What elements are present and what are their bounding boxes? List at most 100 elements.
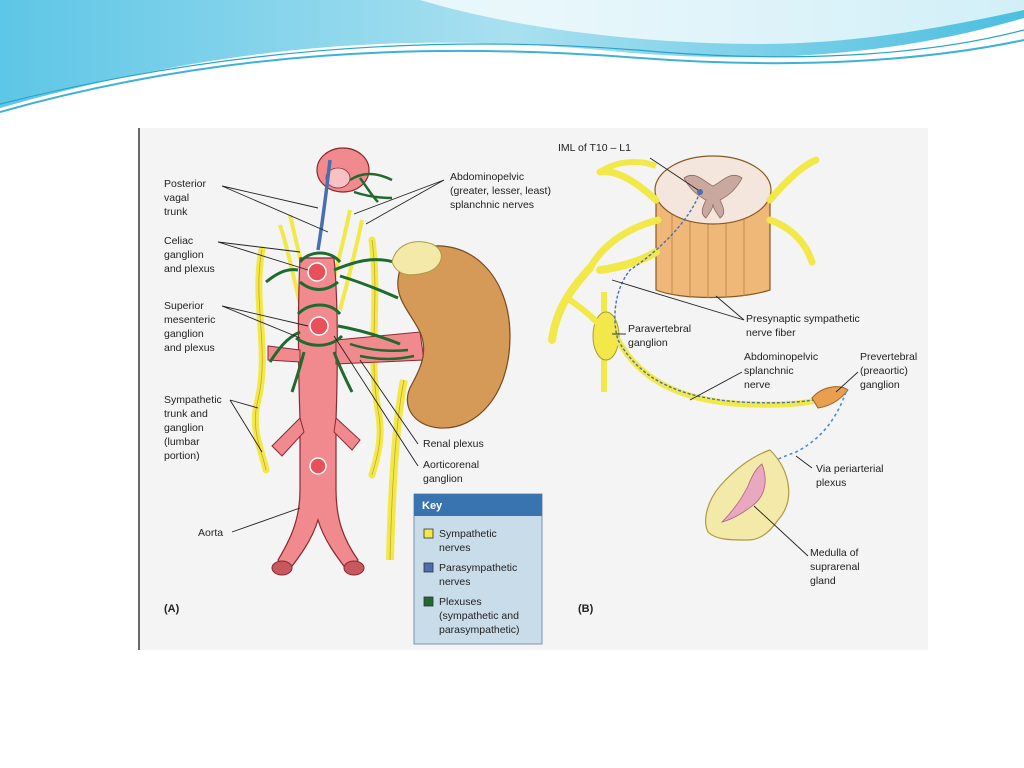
lead-sympathetic-trunk [229,399,263,453]
ureter-outline [389,379,405,561]
periarterial-line-1: Via periarterial [816,463,884,475]
spinal-nerve-roots-right [766,156,820,266]
label-paravertebral-ganglion: Paravertebral ganglion [628,323,694,349]
paravertebral-line-2: ganglion [628,337,668,349]
banner-wave-line-2 [0,29,1024,105]
key-swatch-plexus [423,596,434,607]
celiac-line-1: Celiac [164,235,193,247]
lead-presynaptic [611,279,745,321]
superior-mesenteric-line-4: and plexus [164,342,215,354]
superior-mesenteric-line-2: mesenteric [164,314,215,326]
abdominopelvic-b-line-1: Abdominopelvic [744,351,818,363]
aorticorenal-line-2: ganglion [423,473,463,485]
celiac-line-2: ganglion [164,249,204,261]
spinal-grey-matter [683,174,743,219]
superior-mesenteric-ganglion [309,316,329,336]
label-aorticorenal-ganglion: Aorticorenal ganglion [423,459,482,485]
aorta-side-branch-right [333,416,361,451]
sympathetic-trunk-line-5: portion) [164,450,200,462]
sympathetic-trunk-line-2: trunk and [164,408,208,420]
lead-renal-plexus [359,359,419,445]
suprarenal-medulla [720,463,766,523]
key-label-plexus: Plexuses (sympathetic and parasympatheti… [439,596,522,636]
lead-abdominopelvic-b [689,371,743,401]
lead-posterior-vagal [221,185,329,233]
sympathetic-trunk-line-4: (lumbar [164,436,200,448]
suprarenal-gland-a [391,241,442,276]
periarterial-dashed [761,391,847,469]
label-renal-plexus: Renal plexus [423,438,484,450]
key-plexus-line-2: (sympathetic and [439,610,519,622]
prevertebral-ganglion-body [811,386,849,409]
lead-aorta [231,507,301,533]
celiac-line-3: and plexus [164,263,215,275]
medulla-line-3: gland [810,575,836,587]
banner-wave-line-1 [0,39,1024,113]
abdominopelvic-a-line-3: splanchnic nerves [450,199,534,211]
key-label-parasympathetic: Parasympathetic nerves [439,562,520,588]
iliac-left-end [271,560,293,576]
right-sympathetic-trunk-outline [371,239,381,476]
mesenteric-plexus [268,303,401,393]
key-header [414,494,542,516]
iliac-right-end [343,560,365,576]
posterior-vagal-line-3: trunk [164,206,188,218]
label-abdominopelvic-a: Abdominopelvic (greater, lesser, least) … [450,171,554,211]
superior-mesenteric-line-3: ganglion [164,328,204,340]
ramus-to-ganglion [568,297,603,328]
lead-aorticorenal [333,335,419,467]
abdominopelvic-a-line-1: Abdominopelvic [450,171,524,183]
aorticorenal-line-1: Aorticorenal [423,459,479,471]
superior-mesenteric-line-1: Superior [164,300,204,312]
presynaptic-line-1: Presynaptic sympathetic [746,313,860,325]
lead-medulla [753,505,809,557]
sympathetic-trunk-line-1: Sympathetic [164,394,222,406]
key-label-sympathetic: Sympathetic nerves [439,528,500,554]
kidney [397,245,511,429]
sympathetic-trunk-line-3: ganglion [164,422,204,434]
key-plexus-line-3: parasympathetic) [439,624,520,636]
spinal-cord-stripes [671,196,745,298]
label-superior-mesenteric: Superior mesenteric ganglion and plexus [164,300,218,354]
lead-abdominopelvic-a [353,179,445,225]
key-parasympathetic-line-1: Parasympathetic [439,562,517,574]
key-swatch-sympathetic [423,528,434,539]
key-plexus-line-1: Plexuses [439,596,482,608]
label-prevertebral-ganglion: Prevertebral (preaortic) ganglion [860,351,920,391]
label-abdominopelvic-b: Abdominopelvic splanchnic nerve [744,351,821,391]
posterior-vagal-line-1: Posterior [164,178,207,190]
lead-prevertebral [835,371,859,393]
label-aorta: Aorta [198,527,223,539]
esophagus-lumen [325,167,351,189]
presynaptic-fiber-path [614,191,825,404]
vagal-branches [349,172,393,203]
celiac-plexus [265,251,399,300]
paravertebral-line-1: Paravertebral [628,323,691,335]
aorta [277,257,359,576]
abdominopelvic-b-line-3: nerve [744,379,770,391]
posterior-vagal-trunk [316,159,332,251]
lead-celiac [217,241,309,271]
lead-periarterial [795,455,813,469]
medulla-line-2: suprarenal [810,561,860,573]
label-sympathetic-trunk: Sympathetic trunk and ganglion (lumbar p… [164,394,225,462]
label-presynaptic-fiber: Presynaptic sympathetic nerve fiber [746,313,863,339]
posterior-vagal-line-2: vagal [164,192,189,204]
lead-iml [649,157,699,191]
inferior-ganglion [309,457,327,475]
label-iml: IML of T10 – L1 [558,142,631,154]
key-parasympathetic-line-2: nerves [439,576,471,588]
key-sympathetic-line-1: Sympathetic [439,528,497,540]
left-sympathetic-trunk-outline [254,249,267,471]
label-periarterial-plexus: Via periarterial plexus [816,463,886,489]
label-celiac-ganglion: Celiac ganglion and plexus [164,235,215,275]
presynaptic-line-2: nerve fiber [746,327,796,339]
figure-left-edge [138,128,140,650]
key-title: Key [422,500,443,512]
header-wave-banner [0,0,1024,113]
panel-b: IML of T10 – L1 Presynaptic sympathetic … [548,142,920,615]
celiac-ganglion [307,262,327,282]
renal-plexus-strands [349,342,415,361]
prevertebral-line-1: Prevertebral [860,351,917,363]
